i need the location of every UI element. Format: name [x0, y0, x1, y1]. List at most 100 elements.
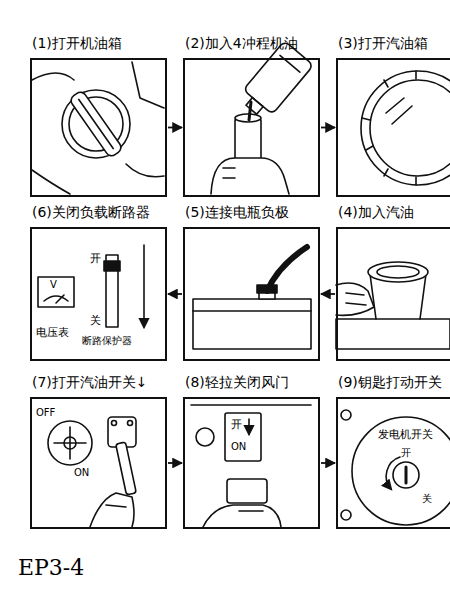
- oil-pour-sketch: [249, 102, 251, 120]
- step-heading: (9)钥匙打动开关: [336, 371, 448, 393]
- fuel-valve-sketch: [112, 421, 117, 426]
- choke-sketch: [227, 479, 267, 503]
- valve-state: OFF: [36, 407, 55, 418]
- oil-cap-sketch: [32, 62, 164, 194]
- step-panel: (4)加入汽油: [336, 201, 450, 361]
- panel-frame: [336, 227, 450, 361]
- step-arrow: [321, 462, 335, 464]
- breaker-sketch: [44, 296, 68, 301]
- step-panel: (8)轻拉关闭风门: [183, 371, 320, 529]
- fuel-valve-sketch: [106, 505, 126, 507]
- choke-sketch: [196, 428, 214, 446]
- panel-frame: [183, 58, 320, 197]
- fuel-filler-sketch: [377, 266, 419, 278]
- oil-cap-sketch: [69, 90, 123, 158]
- step-heading: (5)连接电瓶负极: [183, 201, 322, 223]
- choke-sketch: [239, 510, 263, 512]
- part-label: 发电机开关: [378, 429, 433, 441]
- panel-frame: [336, 58, 450, 197]
- choke-sketch: [191, 404, 311, 406]
- fuel-cap-sketch: [361, 71, 450, 185]
- fuel-valve-sketch: [54, 427, 86, 459]
- fuel-cap-sketch: [370, 80, 450, 176]
- panel-frame: [336, 397, 450, 529]
- breaker-sketch: [38, 277, 74, 307]
- step-arrow: [168, 127, 182, 129]
- key-switch-sketch: [341, 510, 351, 520]
- breaker-sketch: [38, 245, 144, 327]
- step-panel: (5)连接电瓶负极: [183, 201, 320, 361]
- oil-pour-sketch: [223, 168, 235, 178]
- fuel-valve-sketch: [48, 421, 92, 465]
- step-heading: (2)加入4冲程机油: [183, 32, 322, 54]
- fuel-filler-sketch: [336, 319, 450, 349]
- step-heading: (7)打开汽油开关↓: [30, 371, 169, 393]
- panel-frame: [183, 227, 320, 361]
- fuel-valve-sketch: [64, 437, 76, 449]
- fuel-valve-sketch: [48, 417, 136, 527]
- switch-state: 开: [401, 447, 411, 458]
- choke-sketch: [225, 413, 261, 461]
- fuel-filler-sketch: [336, 262, 450, 349]
- switch-state: 开: [90, 253, 101, 265]
- step-arrow: [321, 127, 335, 129]
- fuel-cap-sketch: [362, 71, 416, 185]
- step-arrow: [168, 462, 182, 464]
- step-panel: (1)打开机油箱: [30, 32, 167, 197]
- choke-mark: ON: [231, 441, 246, 452]
- panel-frame: [30, 58, 167, 197]
- part-label: 电压表: [36, 327, 69, 339]
- oil-cap-sketch: [62, 90, 130, 158]
- oil-pour-sketch: [211, 41, 313, 194]
- key-switch-sketch: [352, 417, 450, 525]
- step-arrow: [168, 293, 182, 295]
- key-switch-sketch: [341, 410, 351, 420]
- choke-mark: 开: [231, 419, 242, 431]
- page-code: EP3-4: [18, 556, 84, 580]
- battery-sketch: [257, 285, 277, 293]
- fuel-filler-sketch: [336, 283, 374, 315]
- panel-frame: [183, 397, 320, 529]
- key-switch-sketch: [405, 467, 408, 483]
- fuel-filler-sketch: [368, 262, 428, 282]
- fuel-valve-sketch: [116, 442, 137, 495]
- battery-sketch: [193, 247, 311, 349]
- breaker-sketch: [104, 261, 120, 271]
- oil-cap-sketch: [79, 99, 113, 148]
- fuel-valve-sketch: [128, 421, 133, 426]
- breaker-sketch: [56, 295, 64, 303]
- choke-sketch: [191, 405, 311, 527]
- step-panel: (3)打开汽油箱: [336, 32, 450, 197]
- fuel-cap-sketch: [386, 98, 412, 124]
- step-panel: (7)打开汽油开关↓: [30, 371, 167, 529]
- oil-cap-sketch: [32, 170, 70, 194]
- key-switch-sketch: [341, 410, 450, 525]
- step-heading: (8)轻拉关闭风门: [183, 371, 322, 393]
- step-heading: (3)打开汽油箱: [336, 32, 448, 54]
- key-switch-sketch: [393, 462, 419, 488]
- oil-pour-sketch: [211, 158, 289, 194]
- step-heading: (1)打开机油箱: [30, 32, 169, 54]
- switch-state: 关: [422, 493, 432, 504]
- part-label: 断路保护器: [82, 335, 132, 346]
- oil-pour-sketch: [237, 41, 314, 122]
- oil-cap-sketch: [132, 62, 164, 108]
- step-panel: (9)钥匙打动开关: [336, 371, 450, 529]
- key-switch-sketch: [386, 457, 400, 489]
- meter-symbol: V: [50, 279, 57, 290]
- step-heading: (4)加入汽油: [336, 201, 448, 223]
- oil-pour-sketch: [243, 41, 313, 114]
- valve-state: ON: [74, 467, 89, 478]
- battery-sketch: [193, 310, 311, 312]
- choke-sketch: [248, 419, 250, 434]
- fuel-valve-sketch: [90, 493, 134, 527]
- oil-cap-sketch: [126, 164, 164, 177]
- battery-sketch: [193, 299, 311, 349]
- illustration-layer: [32, 41, 450, 527]
- switch-state: 关: [90, 315, 101, 327]
- oil-cap-sketch: [32, 73, 74, 80]
- fuel-filler-sketch: [346, 293, 366, 305]
- breaker-sketch: [143, 245, 145, 327]
